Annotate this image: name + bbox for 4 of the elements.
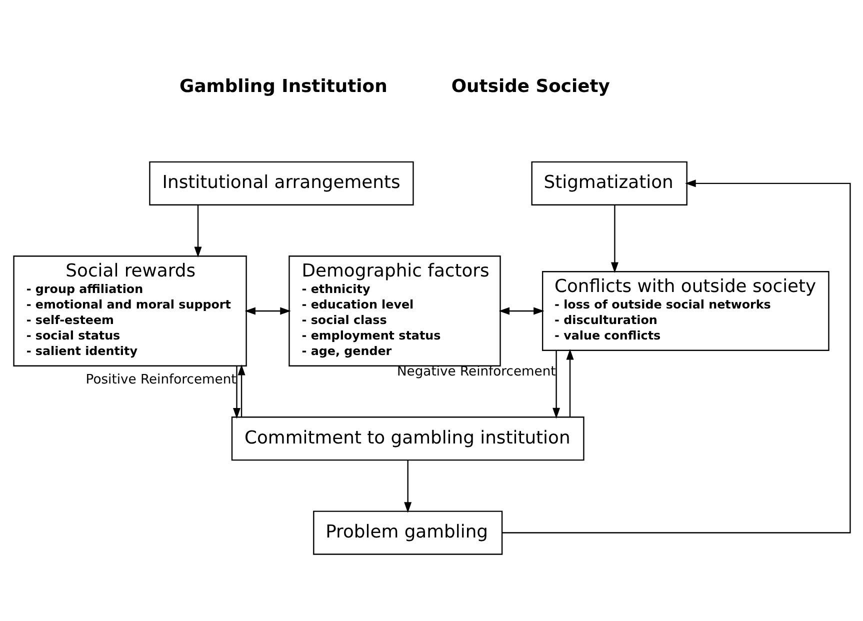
edge-label: Positive Reinforcement — [85, 372, 236, 388]
label: Outside Society — [450, 76, 610, 97]
edge-label: Negative Reinforcement — [396, 364, 556, 380]
label: Gambling Institution — [179, 76, 387, 97]
